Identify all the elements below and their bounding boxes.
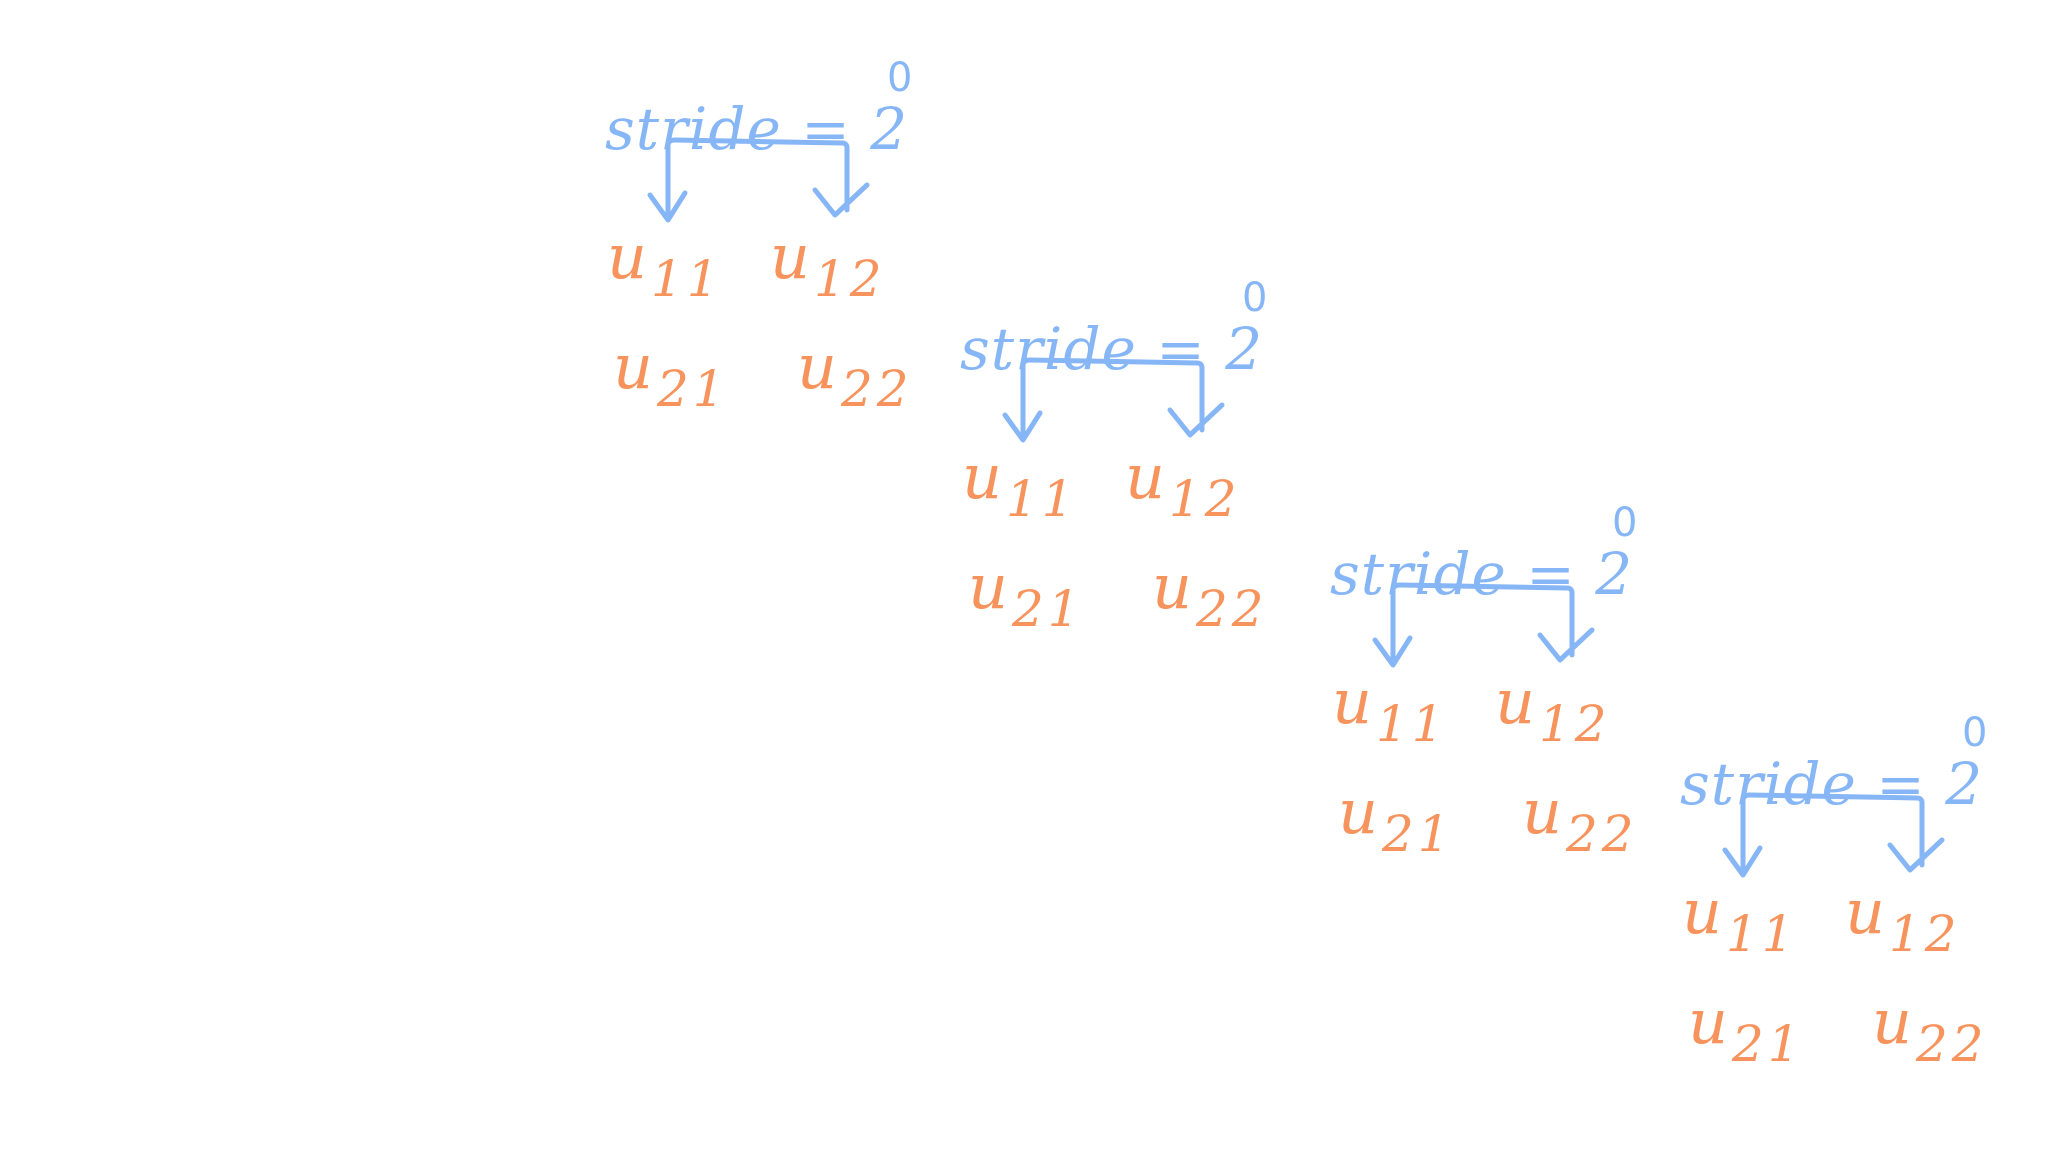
stride-label: stride = 2: [605, 95, 909, 163]
matrix-cell-u11: u11: [962, 440, 1078, 528]
matrix-block-2: stride = 2 0 u11 u12 u21 u22: [1330, 500, 1710, 863]
matrix-block-3: stride = 2 0 u11 u12 u21 u22: [1680, 710, 2060, 1073]
matrix-cell-u11: u11: [1682, 875, 1798, 963]
matrix-cell-u21: u21: [1688, 985, 1804, 1073]
matrix-cell-u12: u12: [770, 220, 886, 308]
stride-exponent: 0: [1242, 275, 1268, 321]
stride-exponent: 0: [1612, 500, 1638, 546]
matrix-cell-u21: u21: [1338, 775, 1454, 863]
matrix-cell-u11: u11: [1332, 665, 1448, 753]
stride-label: stride = 2: [1680, 750, 1984, 818]
matrix-cell-u11: u11: [607, 220, 723, 308]
matrix-cell-u12: u12: [1845, 875, 1961, 963]
matrix-cell-u12: u12: [1495, 665, 1611, 753]
stride-label: stride = 2: [1330, 540, 1634, 608]
matrix-cell-u22: u22: [1522, 775, 1638, 863]
matrix-cell-u12: u12: [1125, 440, 1241, 528]
matrix-cell-u21: u21: [968, 550, 1084, 638]
matrix-cell-u22: u22: [1152, 550, 1268, 638]
matrix-cell-u22: u22: [797, 330, 913, 418]
stride-exponent: 0: [1962, 710, 1988, 756]
stride-exponent: 0: [887, 55, 913, 101]
matrix-block-1: stride = 2 0 u11 u12 u21 u22: [960, 275, 1340, 638]
matrix-cell-u21: u21: [613, 330, 729, 418]
matrix-block-0: stride = 2 0 u11 u12 u21 u22: [605, 55, 985, 418]
stride-label: stride = 2: [960, 315, 1264, 383]
matrix-cell-u22: u22: [1872, 985, 1988, 1073]
